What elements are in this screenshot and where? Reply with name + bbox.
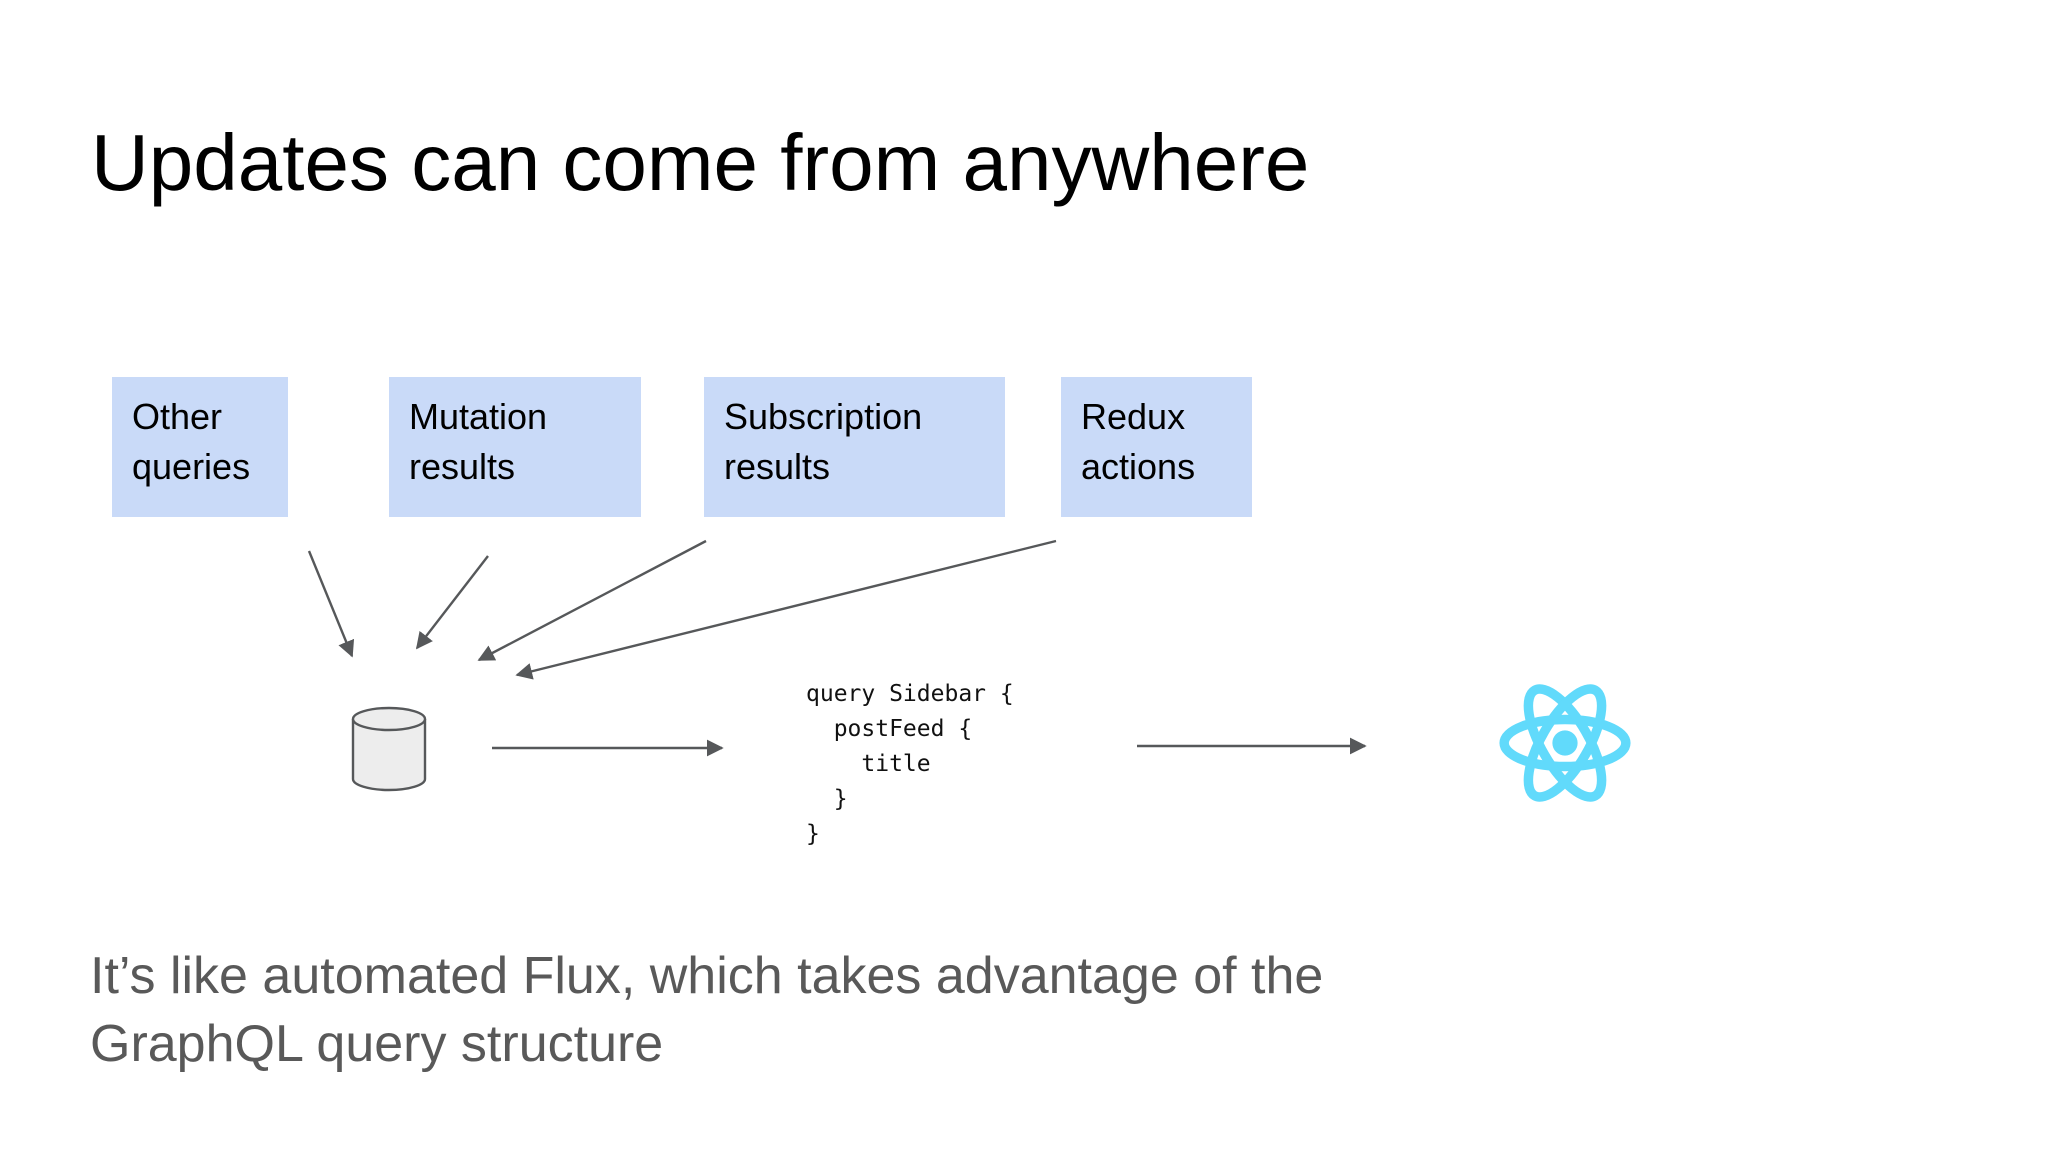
code-line: query Sidebar { (806, 681, 1014, 707)
source-box-subscription-results: Subscription results (704, 377, 1005, 517)
source-box-other-queries: Other queries (112, 377, 288, 517)
source-box-redux-actions: Redux actions (1061, 377, 1252, 517)
code-line: } (806, 786, 848, 812)
caption-text: It’s like automated Flux, which takes ad… (90, 947, 1324, 1073)
arrow-other-queries-to-store (307, 550, 355, 658)
code-line: } (806, 821, 820, 847)
arrow-mutation-results-to-store (415, 555, 489, 650)
code-line: postFeed { (806, 716, 973, 742)
arrow-subscription-results-to-store (477, 539, 707, 662)
source-box-mutation-results: Mutation results (389, 377, 641, 517)
react-logo-icon (1499, 684, 1631, 802)
slide-title: Updates can come from anywhere (91, 118, 1310, 207)
graphql-query-code: query Sidebar { postFeed { title } } (806, 677, 1014, 852)
code-line: title (806, 751, 931, 777)
database-cylinder-icon (351, 706, 427, 792)
arrow-redux-actions-to-store (515, 539, 1057, 680)
